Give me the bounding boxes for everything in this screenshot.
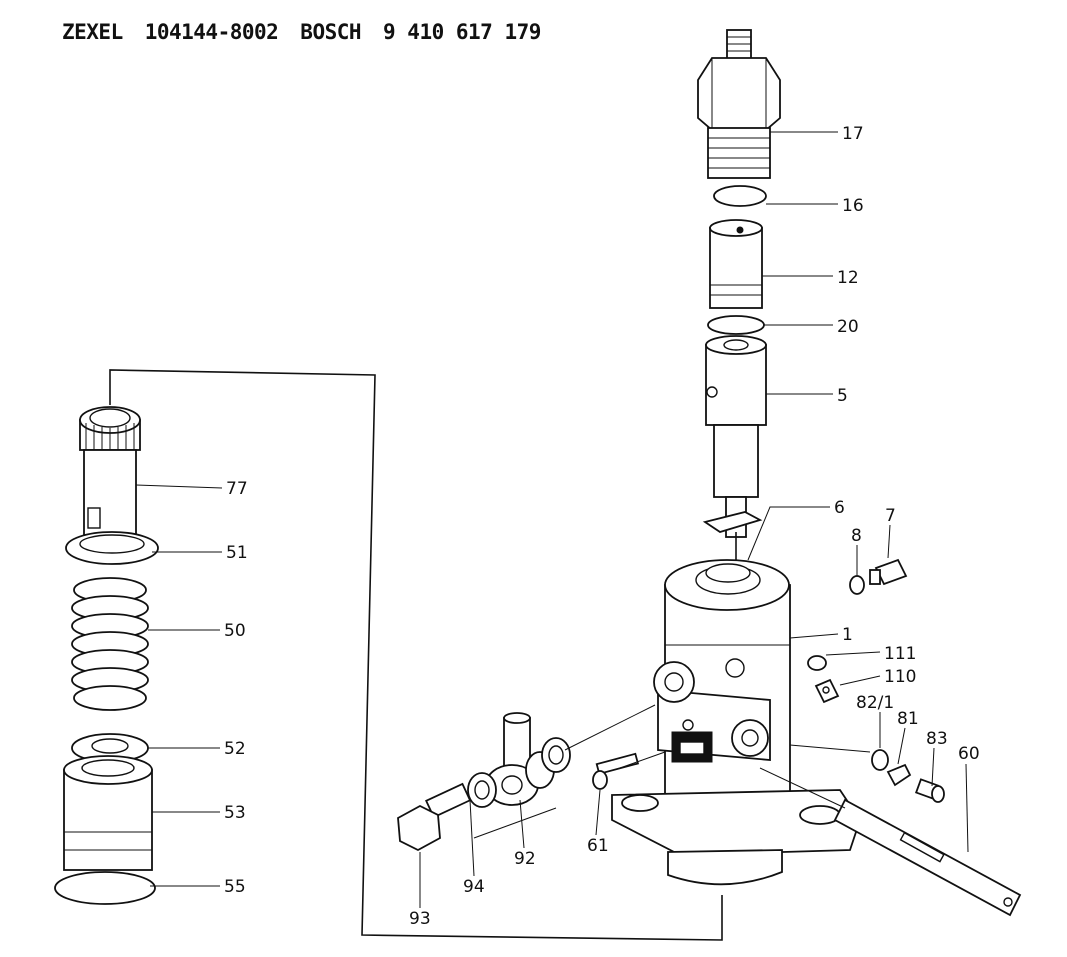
- part-94-washer-hole: [474, 780, 490, 800]
- label-part-94: 94: [463, 877, 485, 897]
- part-8-washer: [849, 575, 865, 595]
- part-82-1-washer: [871, 749, 889, 771]
- header-brand-bosch: BOSCH: [300, 20, 362, 44]
- part-111-washer: [807, 655, 827, 671]
- part-83-screw: [914, 778, 945, 803]
- part-12-delivery-valve: [709, 219, 763, 309]
- label-part-1: 1: [842, 625, 853, 645]
- label-part-51: 51: [226, 543, 248, 563]
- label-part-93: 93: [409, 909, 431, 929]
- label-part-111: 111: [884, 644, 916, 664]
- part-55-circlip: [54, 871, 156, 905]
- part-60-control-rack: [759, 767, 1022, 917]
- header-zexel-number: 104144-8002: [144, 20, 279, 44]
- header-brand-zexel: ZEXEL: [62, 20, 123, 44]
- part-6-plunger-foot: [702, 511, 763, 533]
- label-part-92: 92: [514, 849, 536, 869]
- label-part-61: 61: [587, 836, 609, 856]
- leader-61-body: [619, 751, 666, 769]
- label-part-81: 81: [897, 709, 919, 729]
- label-part-83: 83: [926, 729, 948, 749]
- label-part-5: 5: [837, 386, 848, 406]
- part-53-plunger-guide: [63, 755, 153, 871]
- label-part-6: 6: [834, 498, 845, 518]
- label-part-110: 110: [884, 667, 916, 687]
- label-part-16: 16: [842, 196, 864, 216]
- part-50-spring: [71, 577, 149, 711]
- part-1-pump-body: [611, 559, 861, 886]
- label-part-50: 50: [224, 621, 246, 641]
- part-7-screw: [869, 558, 908, 586]
- part-20-o-ring: [707, 315, 765, 335]
- label-part-60: 60: [958, 744, 980, 764]
- part-16-gasket: [713, 185, 767, 207]
- leader-lines: [135, 131, 969, 908]
- label-part-77: 77: [226, 479, 248, 499]
- label-part-20: 20: [837, 317, 859, 337]
- label-part-53: 53: [224, 803, 246, 823]
- leader-body-82-1: [789, 744, 871, 753]
- part-61-screw: [592, 752, 640, 790]
- part-110-screw: [814, 678, 840, 704]
- label-part-7: 7: [885, 506, 896, 526]
- part-17-valve-holder: [697, 29, 781, 179]
- label-part-82-1: 82/1: [856, 693, 894, 713]
- part-51-spring-seat: [65, 531, 159, 565]
- label-part-55: 55: [224, 877, 246, 897]
- label-part-8: 8: [851, 526, 862, 546]
- header-bosch-number: 9 410 617 179: [383, 20, 541, 44]
- part-52-spring-seat: [71, 733, 149, 763]
- diagram-header: ZEXEL 104144-8002 BOSCH 9 410 617 179: [62, 20, 563, 44]
- label-part-12: 12: [837, 268, 859, 288]
- label-part-52: 52: [224, 739, 246, 759]
- label-part-17: 17: [842, 124, 864, 144]
- part-77-control-sleeve: [79, 406, 141, 536]
- leader-banjo-body: [564, 704, 656, 751]
- part-81-lock-plate: [886, 763, 912, 787]
- assembly-bracket-line: [109, 369, 723, 941]
- part-5-plunger-barrel: [705, 335, 767, 538]
- banjo-washer-right-hole: [548, 745, 564, 765]
- part-93-banjo-bolt: [397, 782, 472, 852]
